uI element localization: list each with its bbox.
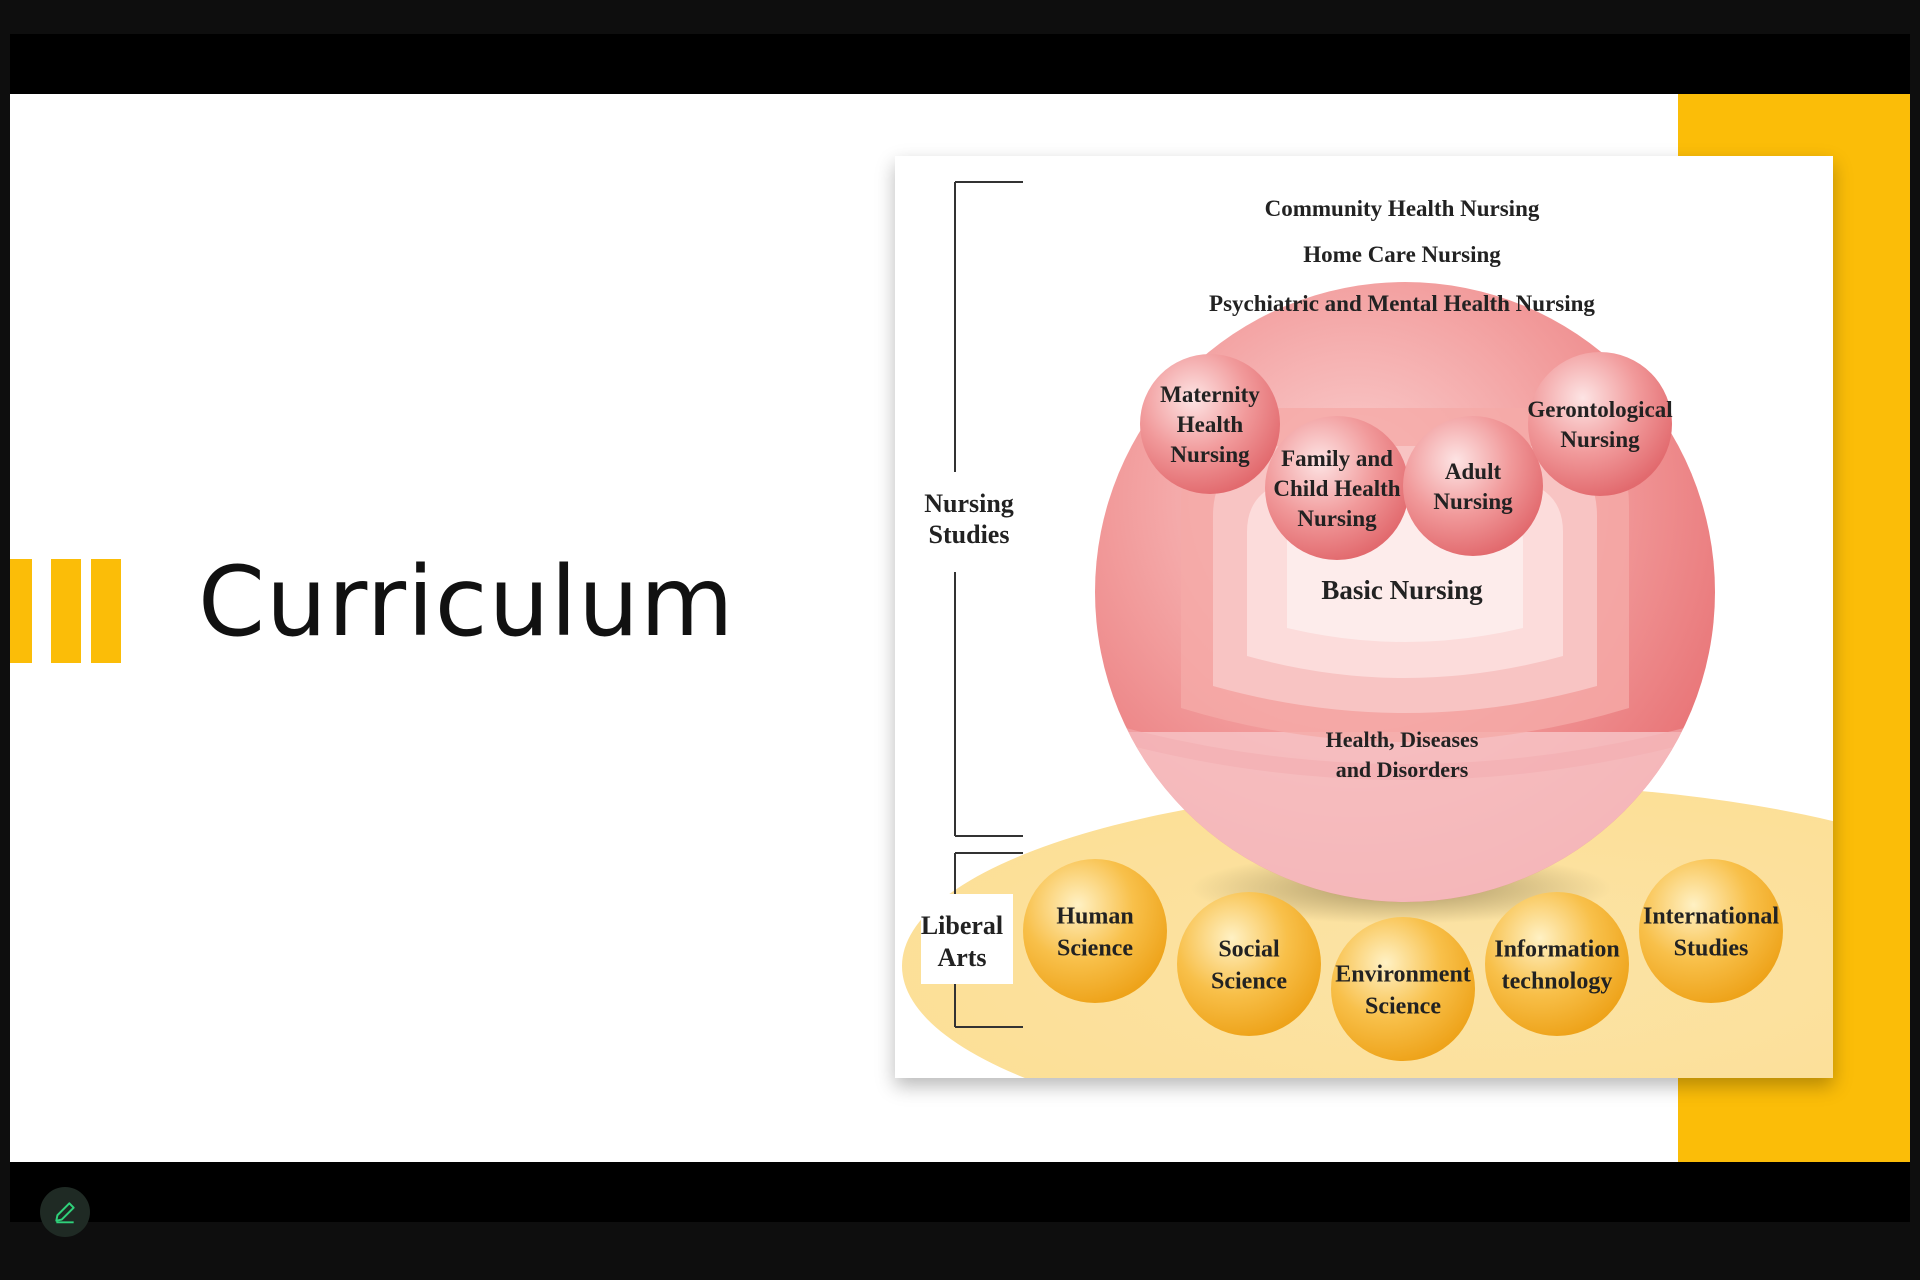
bracket-label-line: Studies [929, 520, 1010, 549]
base-band-label: Health, Diseases [1326, 727, 1479, 752]
sphere-label-line: Science [1365, 993, 1441, 1019]
sphere-node: Information technology [1485, 892, 1629, 1036]
core-label: Basic Nursing [1321, 575, 1483, 605]
sphere-label-line: Science [1057, 935, 1133, 961]
sphere-label-line: Child Health [1273, 476, 1400, 501]
sphere-label-line: Health [1177, 412, 1244, 437]
sphere-circle [1331, 917, 1475, 1061]
ring-label: Home Care Nursing [1303, 242, 1501, 267]
sphere-circle [1177, 892, 1321, 1036]
sphere-circle [1403, 416, 1543, 556]
bracket-label-line: Arts [937, 943, 986, 972]
ring-label: Psychiatric and Mental Health Nursing [1209, 291, 1595, 316]
sphere-label-line: Adult [1445, 459, 1502, 484]
sphere-label-line: Nursing [1433, 489, 1513, 514]
sphere-circle [1485, 892, 1629, 1036]
sphere-label-line: Information [1494, 936, 1619, 962]
sphere-label-line: Nursing [1170, 442, 1250, 467]
sphere-label-line: Gerontological [1527, 397, 1672, 422]
sphere-label-line: Nursing [1560, 427, 1640, 452]
accent-stripe [91, 559, 121, 663]
accent-stripe [51, 559, 81, 663]
presentation-slide: Curriculum [10, 94, 1910, 1162]
sphere-label-line: Maternity [1160, 382, 1260, 407]
bracket-label-mask [921, 472, 1035, 572]
letterbox-top [10, 34, 1910, 94]
slide-title: Curriculum [198, 546, 735, 658]
sphere-circle [1140, 354, 1280, 494]
base-band-label: and Disorders [1336, 757, 1469, 782]
sphere-label-line: Human [1056, 903, 1133, 929]
sphere-circle [1265, 416, 1409, 560]
bracket-label-line: Nursing [924, 489, 1014, 518]
sphere-circle [1023, 859, 1167, 1003]
bracket-label-line: Liberal [921, 911, 1003, 940]
curriculum-diagram: Nursing Studies Liberal Arts Community H… [895, 156, 1833, 1078]
sphere-label-line: Family and [1281, 446, 1393, 471]
sphere-label-line: Social [1218, 936, 1280, 962]
ring-label: Community Health Nursing [1265, 196, 1540, 221]
sphere-circle [1528, 352, 1672, 496]
sphere-label-line: Environment [1335, 961, 1471, 987]
letterbox-bottom [10, 1162, 1910, 1222]
sphere-circle [1639, 859, 1783, 1003]
sphere-label-line: technology [1502, 968, 1613, 994]
pencil-icon [55, 1202, 75, 1224]
sphere-label-line: Studies [1674, 935, 1749, 961]
sphere-label-line: Nursing [1297, 506, 1377, 531]
sphere-label-line: International [1643, 903, 1779, 929]
accent-stripe [10, 559, 32, 663]
sphere-label-line: Science [1211, 968, 1287, 994]
bracket-label-mask [921, 894, 1013, 984]
annotate-button[interactable] [40, 1187, 90, 1237]
